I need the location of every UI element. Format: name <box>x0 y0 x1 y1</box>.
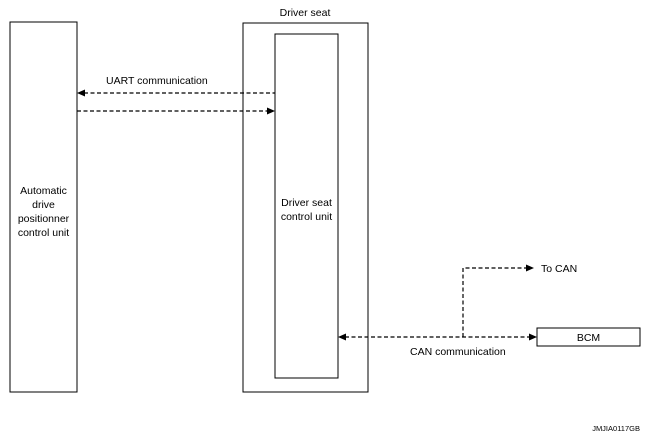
adp-unit-label-line1: Automatic <box>20 185 67 197</box>
adp-unit-label-line3: positionner <box>18 213 70 225</box>
seat-control-unit-label-line2: control unit <box>281 211 332 223</box>
bcm-label: BCM <box>577 332 600 344</box>
driver-seat-group-label: Driver seat <box>280 7 331 19</box>
uart-communication-label: UART communication <box>106 75 208 87</box>
seat-control-unit-box <box>274 33 339 379</box>
adp-unit-label-line4: control unit <box>18 227 69 239</box>
uart-arrowhead-left <box>77 89 85 97</box>
can-communication-label: CAN communication <box>410 346 506 358</box>
adp-unit-label-line2: drive <box>32 199 55 211</box>
can-arrowhead-left <box>338 333 346 341</box>
figure-id: JMJIA0117GB <box>592 424 640 433</box>
bcm-box <box>536 327 641 347</box>
to-can-label: To CAN <box>541 263 577 275</box>
seat-control-unit-label-line1: Driver seat <box>281 197 332 209</box>
adp-control-unit-box <box>9 21 78 393</box>
to-can-arrowhead <box>526 264 534 272</box>
uart-arrowhead-right <box>267 107 275 115</box>
can-arrowhead-right <box>529 333 537 341</box>
to-can-branch-line <box>462 267 527 337</box>
